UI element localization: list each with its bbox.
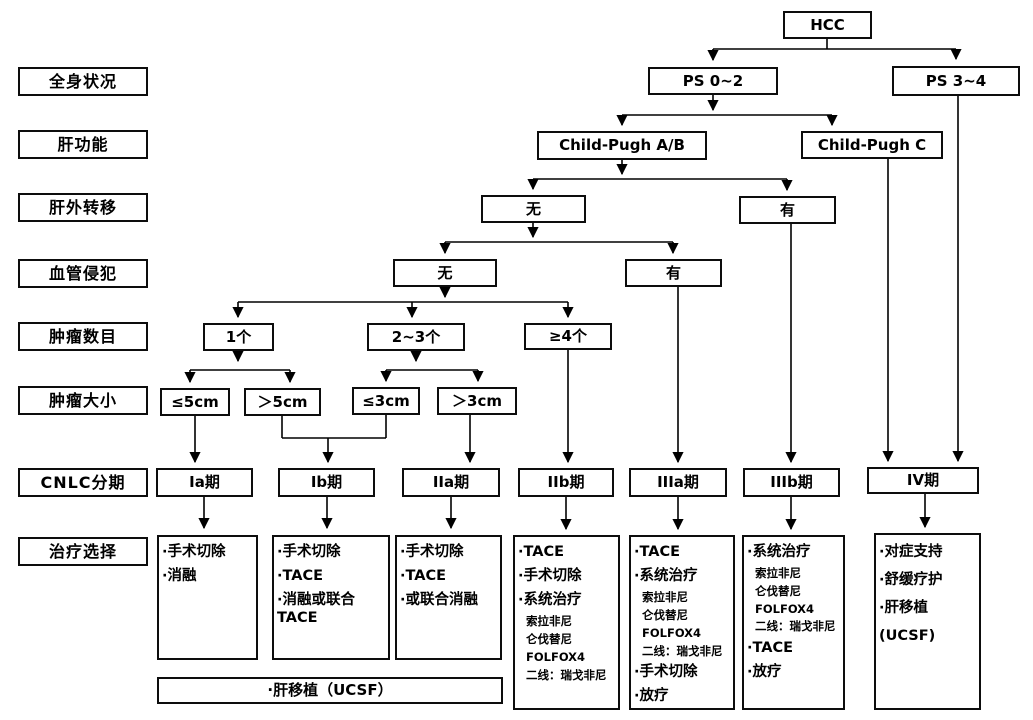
node-size-gt3cm: ＞3cm [437,387,517,415]
liver-transplant-ucsf-bar: ·肝移植（UCSF） [157,677,503,704]
treatment-subitem: FOLFOX4 [755,601,815,616]
treatment-item: ·TACE [277,568,324,585]
treatment-item: ·手术切除 [277,544,341,560]
treatment-box-iib: ·TACE ·手术切除 ·系统治疗 索拉非尼 仑伐替尼 FOLFOX4 二线：瑞… [513,535,620,710]
node-count-1: 1个 [203,323,274,351]
node-ps-3-4: PS 3~4 [892,66,1020,96]
treatment-item: ·放疗 [634,688,669,705]
stage-ib: Ib期 [278,468,375,497]
treatment-item: ·TACE [400,568,447,585]
treatment-item: ·系统治疗 [518,592,582,609]
treatment-item: ·消融或联合TACE [277,592,356,627]
treatment-subitem: 索拉非尼 [526,613,572,628]
treatment-item: ·肝移植 [879,600,929,617]
treatment-item: ·TACE [634,544,681,560]
treatment-subitem: 二线：瑞戈非尼 [755,619,836,634]
stage-iv: IV期 [867,467,979,494]
treatment-item: ·手术切除 [400,544,464,560]
node-count-ge4: ≥4个 [524,323,612,350]
treatment-subitem: 二线：瑞戈非尼 [526,667,607,682]
treatment-box-iv: ·对症支持 ·舒缓疗护 ·肝移植 (UCSF) [874,533,981,710]
treatment-item: ·手术切除 [518,568,582,585]
treatment-item: ·手术切除 [162,544,226,560]
treatment-subitem: FOLFOX4 [642,625,702,640]
row-label-tumor-size: 肿瘤大小 [18,386,148,415]
treatment-subitem: 索拉非尼 [642,589,688,604]
treatment-item: ·舒缓疗护 [879,572,943,589]
treatment-subitem: 索拉非尼 [755,565,801,580]
node-hcc: HCC [783,11,872,39]
treatment-item: ·系统治疗 [747,544,811,560]
treatment-subitem: 仑伐替尼 [526,631,572,646]
treatment-subitem: 仑伐替尼 [642,607,688,622]
row-label-extrahepatic-metastasis: 肝外转移 [18,193,148,222]
row-label-tumor-number: 肿瘤数目 [18,322,148,351]
node-size-le3cm: ≤3cm [352,387,420,415]
node-size-le5cm: ≤5cm [160,388,230,416]
treatment-item: ·TACE [747,639,794,656]
node-count-2-3: 2~3个 [367,323,465,351]
node-child-pugh-c: Child-Pugh C [801,131,943,159]
treatment-item: ·放疗 [747,664,782,680]
stage-iiia: IIIa期 [629,468,727,497]
row-label-cnlc-stage: CNLC分期 [18,468,148,497]
row-label-liver-function: 肝功能 [18,130,148,159]
treatment-subitem: FOLFOX4 [526,649,586,664]
treatment-box-iiib: ·系统治疗 索拉非尼 仑伐替尼 FOLFOX4 二线：瑞戈非尼 ·TACE ·放… [742,535,845,710]
row-label-general-condition: 全身状况 [18,67,148,96]
node-vascular-yes: 有 [625,259,722,287]
stage-iia: IIa期 [402,468,500,497]
node-child-pugh-ab: Child-Pugh A/B [537,131,707,160]
row-label-treatment-choice: 治疗选择 [18,537,148,566]
treatment-box-ia: ·手术切除 ·消融 [157,535,258,660]
treatment-subitem: 仑伐替尼 [755,583,801,598]
treatment-box-ib: ·手术切除 ·TACE ·消融或联合TACE [272,535,390,660]
stage-iiib: IIIb期 [743,468,840,497]
treatment-box-iiia: ·TACE ·系统治疗 索拉非尼 仑伐替尼 FOLFOX4 二线：瑞戈非尼 ·手… [629,535,735,710]
row-label-vascular-invasion: 血管侵犯 [18,259,148,288]
node-ps-0-2: PS 0~2 [648,67,778,95]
treatment-item: ·手术切除 [634,664,698,680]
node-metastasis-yes: 有 [739,196,836,224]
treatment-item: ·TACE [518,544,565,560]
treatment-box-iia: ·手术切除 ·TACE ·或联合消融 [395,535,502,660]
node-size-gt5cm: ＞5cm [244,388,321,416]
treatment-item: ·系统治疗 [634,568,698,585]
treatment-item: (UCSF) [879,628,936,645]
node-metastasis-no: 无 [481,195,586,223]
treatment-subitem: 二线：瑞戈非尼 [642,643,723,658]
node-vascular-no: 无 [393,259,497,287]
stage-ia: Ia期 [156,468,253,497]
stage-iib: IIb期 [518,468,614,497]
treatment-item: ·消融 [162,568,197,585]
treatment-item: ·对症支持 [879,544,943,560]
treatment-item: ·或联合消融 [400,592,479,609]
